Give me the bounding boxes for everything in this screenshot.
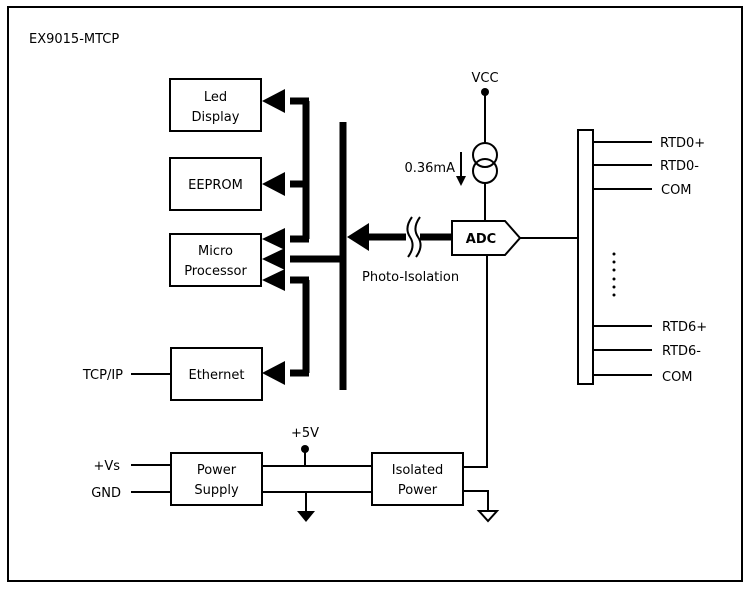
svg-text:Display: Display [192,110,240,125]
arrow-to-main-bus-icon [347,223,369,251]
svg-text:Ethernet: Ethernet [189,368,245,383]
terminal-rtd6-minus: RTD6- [662,344,701,359]
plus5v-label: +5V [291,426,319,441]
current-label: 0.36mA [404,161,455,176]
break-mark-left-icon [406,216,414,258]
svg-text:Micro: Micro [198,244,233,259]
internal-bus-branches [290,97,343,377]
svg-text:EEPROM: EEPROM [188,178,243,193]
isolated-power-block: Isolated Power [371,452,464,506]
ground-symbol-filled-icon [297,511,315,522]
photo-isolation-label: Photo-Isolation [362,270,459,285]
module-title: EX9015-MTCP [29,32,119,47]
vcc-label: VCC [471,71,498,86]
terminal-com-last: COM [662,370,693,385]
eeprom-block: EEPROM [169,157,262,211]
arrow-to-mcu-3-icon [262,269,285,291]
adc-block: ADC [451,220,522,256]
ellipsis-dots-icon [612,252,616,297]
svg-text:Power: Power [197,463,237,478]
arrow-to-mcu-2-icon [262,248,285,270]
current-direction-arrow-icon [456,152,466,186]
arrow-to-ethernet-icon [262,361,285,385]
terminal-rtd0-minus: RTD0- [660,159,699,174]
svg-text:Power: Power [398,483,438,498]
isolated-ground-wire [463,490,489,511]
terminal-com-first: COM [661,183,692,198]
led-display-block: Led Display [169,78,262,132]
gnd-label: GND [91,486,121,501]
svg-text:Isolated: Isolated [392,463,444,478]
terminal-rtd6-plus: RTD6+ [662,320,707,335]
ethernet-block: Ethernet [170,347,263,401]
terminal-lines [593,141,652,376]
tcp-ip-label: TCP/IP [82,368,123,383]
vs-label: +Vs [93,459,120,474]
svg-text:Supply: Supply [194,483,239,498]
arrow-to-eeprom-icon [262,172,285,196]
arrow-to-led-icon [262,89,285,113]
svg-text:ADC: ADC [466,232,496,247]
micro-processor-block: Micro Processor [169,233,262,287]
break-gap [406,220,420,254]
svg-text:Processor: Processor [184,264,247,279]
terminal-rtd0-plus: RTD0+ [660,136,705,151]
isolated-power-to-adc-wire [462,255,488,468]
arrow-to-mcu-1-icon [262,228,285,250]
svg-text:Led: Led [204,90,227,105]
terminal-block [577,129,594,385]
break-mark-right-icon [414,216,422,258]
power-supply-block: Power Supply [170,452,263,506]
ground-symbol-isolated-icon [476,510,500,523]
